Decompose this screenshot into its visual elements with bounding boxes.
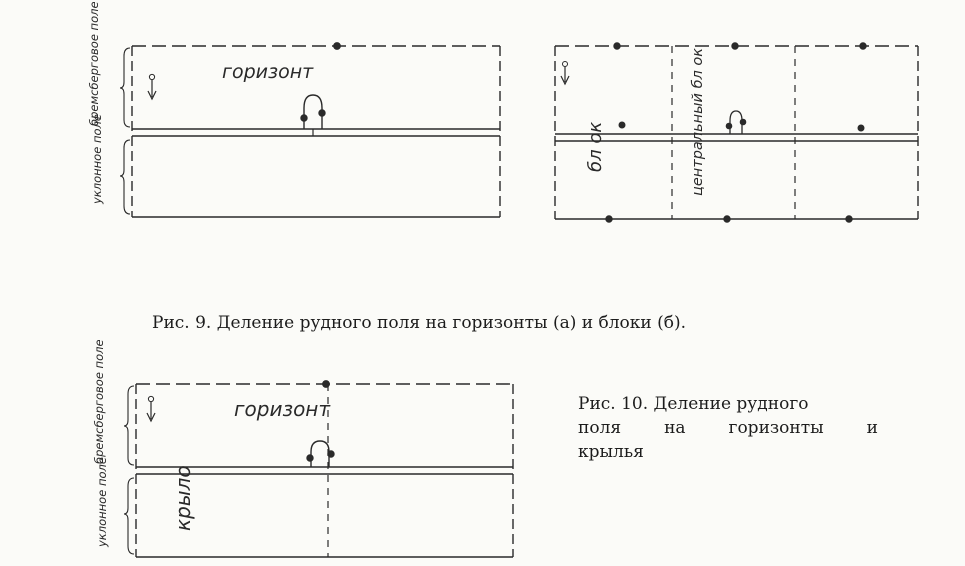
top-point bbox=[322, 380, 330, 388]
brace-bottom bbox=[123, 477, 135, 555]
label-bottom-field-9a: уклонное поле bbox=[90, 114, 104, 205]
figure-10-caption-line-1: Рис. 10. Деление рудного bbox=[578, 394, 809, 414]
horizon-label-10: горизонт bbox=[234, 397, 331, 421]
brace-bottom bbox=[119, 139, 131, 215]
wing-label: крыло bbox=[171, 465, 195, 531]
shaft-loop bbox=[729, 110, 743, 134]
top-point bbox=[333, 42, 341, 50]
figure-10-caption-line-2: поля на горизонты и bbox=[578, 418, 878, 438]
block-label-left: бл ок bbox=[585, 122, 606, 172]
dip-arrow-origin bbox=[562, 61, 568, 67]
shaft-loop bbox=[303, 94, 323, 129]
dip-arrow-origin bbox=[147, 395, 155, 403]
brace-top bbox=[123, 385, 135, 466]
label-top-field-10: бремсберговое поле bbox=[92, 339, 106, 464]
dip-arrow-head bbox=[147, 90, 157, 101]
shaft-point-right bbox=[318, 109, 326, 117]
figure-9b bbox=[554, 42, 919, 223]
label-top-field-9a: бремсберговое поле bbox=[87, 1, 101, 126]
label-bottom-field-10: уклонное поле bbox=[95, 457, 109, 548]
block-label-central: центральный бл ок bbox=[690, 48, 706, 196]
dip-arrow-head bbox=[146, 412, 156, 423]
figure-9a bbox=[119, 42, 501, 218]
figure-10-caption: Рис. 10. Деление рудного поля на горизон… bbox=[578, 392, 878, 464]
dip-arrow-head bbox=[560, 75, 570, 86]
figure-10-caption-line-3: крылья bbox=[578, 442, 644, 462]
figure-9-caption: Рис. 9. Деление рудного поля на горизонт… bbox=[152, 313, 687, 333]
horizon-label-9a: горизонт bbox=[222, 61, 314, 83]
shaft-loop bbox=[310, 440, 330, 467]
figure-10 bbox=[123, 380, 514, 558]
brace-top bbox=[119, 47, 131, 128]
dip-arrow-origin bbox=[148, 73, 156, 81]
shaft-point-left bbox=[300, 114, 308, 122]
